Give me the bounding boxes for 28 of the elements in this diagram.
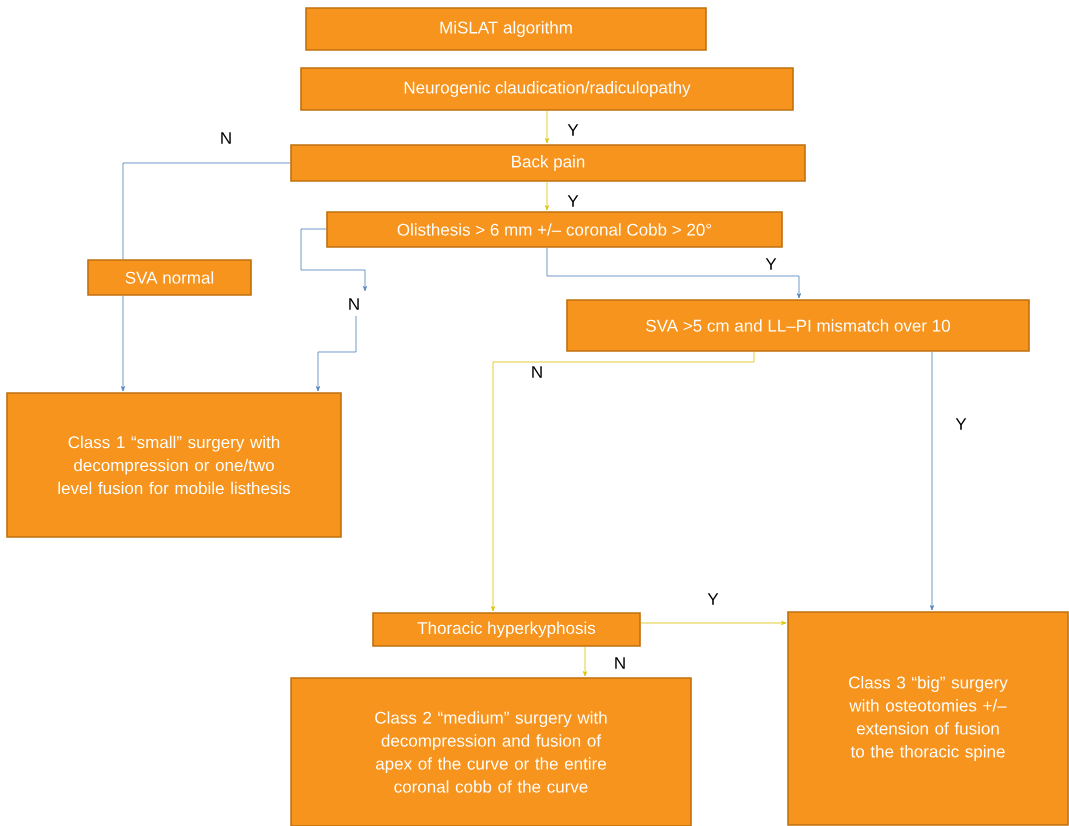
process-box: MiSLAT algorithm (305, 7, 707, 51)
edge-label: Y (764, 257, 778, 271)
arrow (546, 247, 801, 299)
edge-label: N (529, 365, 545, 379)
process-box: Class 3 “big” surgery with osteotomies +/– extension of fusion to the thoracic spine (787, 611, 1069, 826)
arrow (300, 228, 367, 392)
process-box: Back pain (290, 144, 806, 182)
process-box: Neurogenic claudication/radiculopathy (300, 67, 794, 111)
arrow (640, 621, 787, 625)
arrow (545, 181, 549, 211)
process-box: SVA normal (87, 259, 252, 296)
arrow (491, 351, 755, 612)
edge-label: Y (954, 417, 968, 431)
edge-label: Y (566, 194, 580, 208)
arrow (930, 351, 934, 611)
arrow (121, 295, 126, 392)
edge-label: Y (566, 123, 580, 137)
process-box: Class 2 “medium” surgery with decompression and fusion of apex of the curve or the entire coronal cobb of the curve (290, 677, 692, 826)
process-box: Thoracic hyperkyphosis (372, 612, 641, 647)
process-box: Olisthesis > 6 mm +/– coronal Cobb > 20° (326, 211, 783, 248)
edge-label: Y (706, 592, 720, 606)
arrow (545, 110, 549, 144)
edge-label: N (346, 297, 362, 311)
edge-label: N (218, 131, 234, 145)
arrow (583, 646, 587, 677)
process-box: Class 1 “small” surgery with decompression or one/two level fusion for mobile listhesis (6, 392, 342, 538)
edge-label: N (612, 656, 628, 670)
process-box: SVA >5 cm and LL–PI mismatch over 10 (566, 299, 1030, 352)
